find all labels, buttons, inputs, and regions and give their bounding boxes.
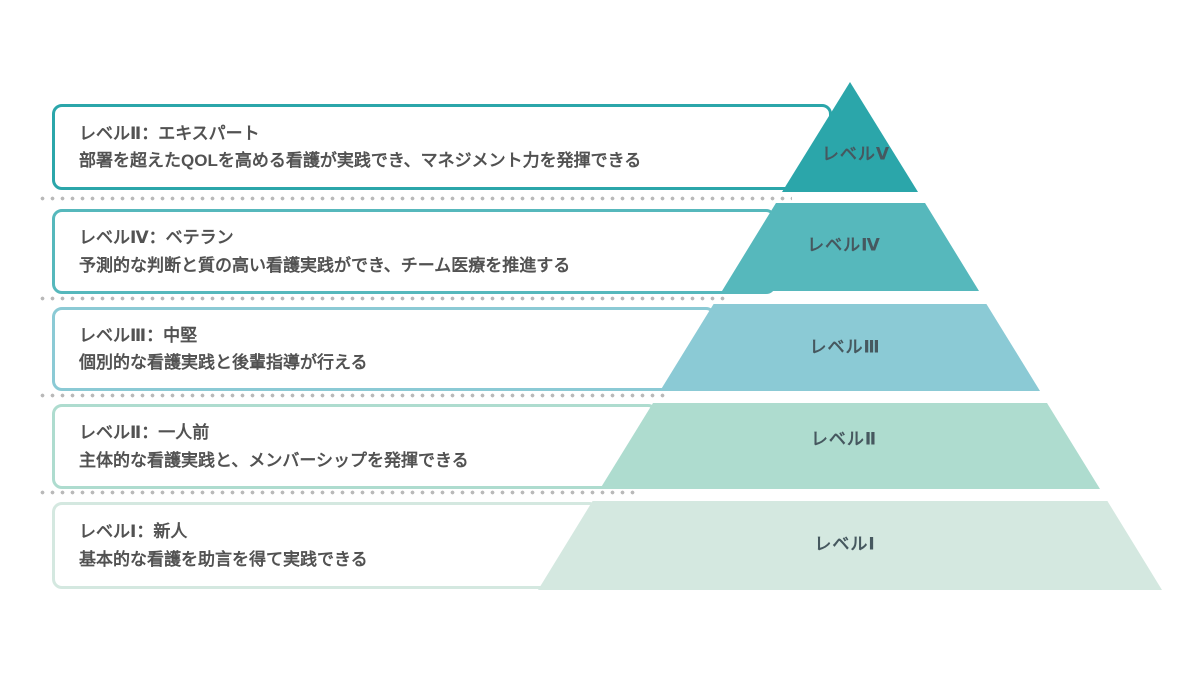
pyramid-tier-label-1: レベルⅠ [814,534,876,554]
level-box-desc-1: 基本的な看護を助言を得て実践できる [79,549,368,569]
level-box-4: レベルⅣ：ベテラン 予測的な判断と質の高い看護実践ができ、チーム医療を推進する [52,209,776,294]
dotted-separator-2 [40,296,728,301]
pyramid-tier-label-2: レベルⅡ [810,429,878,449]
pyramid-tier-3 [660,304,1040,391]
level-box-3: レベルⅢ：中堅 個別的な看護実践と後輩指導が行える [52,307,716,391]
pyramid-tier-label-5: レベルⅤ [821,144,891,164]
level-box-title-3: レベルⅢ：中堅 [79,325,198,345]
level-box-desc-4: 予測的な判断と質の高い看護実践ができ、チーム医療を推進する [79,255,571,275]
pyramid-tier-label-4: レベルⅣ [807,235,881,255]
pyramid-tier-label-3: レベルⅢ [809,337,881,357]
dotted-separator-3 [40,393,668,398]
pyramid-tier-2 [600,403,1100,489]
level-box-5: レベルⅡ：エキスパート 部署を超えたQOLを高める看護が実践でき、マネジメント力… [52,104,832,190]
level-box-title-2: レベルⅡ：一人前 [79,423,210,443]
level-box-title-5: レベルⅡ：エキスパート [79,123,260,143]
dotted-separator-4 [40,490,640,495]
level-box-1: レベルⅠ：新人 基本的な看護を助言を得て実践できる [52,502,599,589]
level-box-desc-2: 主体的な看護実践と、メンバーシップを発揮できる [79,450,469,470]
level-box-desc-5: 部署を超えたQOLを高める看護が実践でき、マネジメント力を発揮できる [79,151,642,170]
dotted-separator-1 [40,196,792,201]
level-box-title-1: レベルⅠ：新人 [79,522,188,542]
level-box-desc-3: 個別的な看護実践と後輩指導が行える [79,353,368,372]
level-box-2: レベルⅡ：一人前 主体的な看護実践と、メンバーシップを発揮できる [52,404,658,489]
level-box-title-4: レベルⅣ：ベテラン [79,228,234,248]
pyramid-tier-1 [538,501,1162,590]
